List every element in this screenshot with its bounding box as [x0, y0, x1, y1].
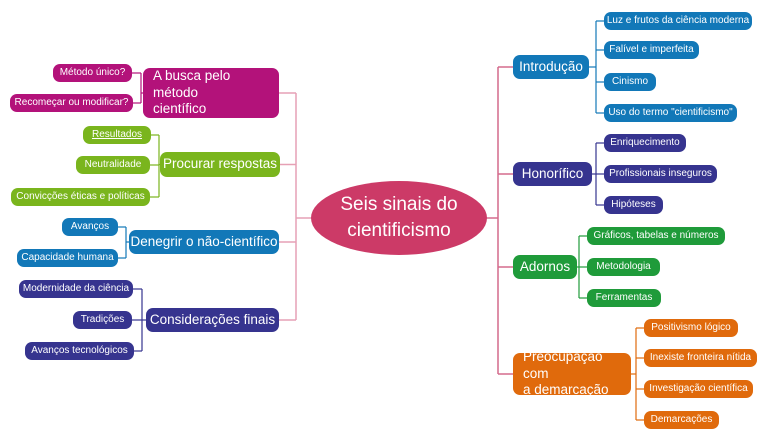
leaf-demarcacoes[interactable]: Demarcações: [644, 411, 719, 429]
leaf-modernidade[interactable]: Modernidade da ciência: [19, 280, 133, 298]
leaf-metodo-unico[interactable]: Método único?: [53, 64, 132, 82]
branch-label-line-2: científico: [153, 101, 207, 117]
leaf-cinismo[interactable]: Cinismo: [604, 73, 656, 91]
branch-adornos[interactable]: Adornos: [513, 255, 577, 279]
leaf-luz-e-frutos[interactable]: Luz e frutos da ciência moderna: [604, 12, 752, 30]
root-title-line-1: Seis sinais do: [340, 194, 458, 216]
leaf-tradicoes[interactable]: Tradições: [73, 311, 132, 329]
leaf-hipoteses[interactable]: Hipóteses: [604, 196, 663, 214]
root-title-line-2: cientificismo: [347, 220, 451, 241]
leaf-investigacao-cientifica[interactable]: Investigação científica: [644, 380, 753, 398]
leaf-avancos-tecnologicos[interactable]: Avanços tecnológicos: [25, 342, 134, 360]
leaf-ferramentas[interactable]: Ferramentas: [587, 289, 661, 307]
leaf-graficos-tabelas[interactable]: Gráficos, tabelas e números: [587, 227, 725, 245]
leaf-recomecar-ou-modificar[interactable]: Recomeçar ou modificar?: [10, 94, 133, 112]
branch-label-line-2: a demarcação: [523, 382, 609, 398]
branch-label-line-1: Preocupação com: [523, 348, 603, 381]
branch-denegrir[interactable]: Denegrir o não-científico: [129, 230, 279, 254]
branch-honorifico[interactable]: Honorífico: [513, 162, 592, 186]
branch-busca-metodo[interactable]: A busca pelo método científico: [143, 68, 279, 118]
branch-consideracoes-finais[interactable]: Considerações finais: [146, 308, 279, 332]
leaf-neutralidade[interactable]: Neutralidade: [76, 156, 150, 174]
branch-introducao[interactable]: Introdução: [513, 55, 589, 79]
leaf-inexiste-fronteira[interactable]: Inexiste fronteira nítida: [644, 349, 757, 367]
leaf-positivismo-logico[interactable]: Positivismo lógico: [644, 319, 738, 337]
leaf-falivel[interactable]: Falível e imperfeita: [604, 41, 699, 59]
branch-procurar-respostas[interactable]: Procurar respostas: [160, 152, 280, 177]
leaf-conviccoes[interactable]: Convicções éticas e políticas: [11, 188, 150, 206]
leaf-resultados[interactable]: Resultados: [83, 126, 151, 144]
leaf-avancos[interactable]: Avanços: [62, 218, 118, 236]
leaf-enriquecimento[interactable]: Enriquecimento: [604, 134, 686, 152]
leaf-uso-do-termo[interactable]: Uso do termo "cientificismo": [604, 104, 737, 122]
leaf-profissionais-inseguros[interactable]: Profissionais inseguros: [604, 165, 717, 183]
branch-demarcacao[interactable]: Preocupação com a demarcação: [513, 349, 631, 397]
branch-label-line-1: A busca pelo método: [153, 67, 231, 100]
leaf-capacidade-humana[interactable]: Capacidade humana: [17, 249, 118, 267]
leaf-metodologia[interactable]: Metodologia: [587, 258, 660, 276]
root-node[interactable]: Seis sinais do cientificismo: [311, 181, 487, 255]
